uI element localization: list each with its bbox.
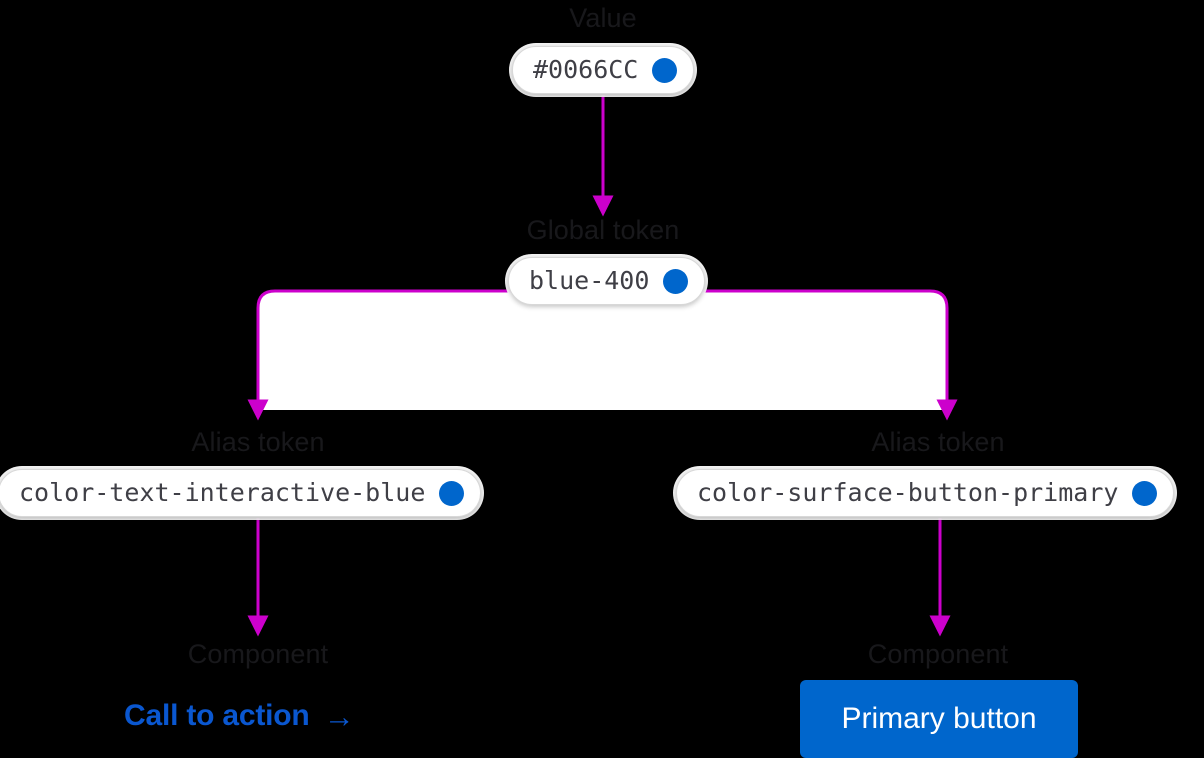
value-token-pill[interactable]: #0066CC (512, 46, 695, 94)
color-swatch-dot-icon (1132, 480, 1158, 506)
alias-token-pill-left[interactable]: color-text-interactive-blue (0, 469, 482, 517)
primary-button[interactable]: Primary button (800, 680, 1078, 758)
global-token-pill[interactable]: blue-400 (508, 257, 706, 305)
alias-token-text-right: color-surface-button-primary (697, 478, 1119, 507)
primary-button-label: Primary button (841, 702, 1037, 735)
value-token-text: #0066CC (533, 55, 639, 84)
color-swatch-dot-icon (663, 268, 689, 294)
connector-global-branch-left (247, 289, 603, 421)
color-swatch-dot-icon (439, 480, 465, 506)
call-to-action-link[interactable]: Call to action → (124, 696, 355, 736)
alias-token-pill-right[interactable]: color-surface-button-primary (676, 469, 1175, 517)
call-to-action-label: Call to action (124, 699, 310, 732)
connector-global-branch-fill (258, 291, 947, 410)
global-token-text: blue-400 (529, 266, 650, 295)
connector-global-branch-right (603, 289, 958, 421)
alias-token-text-left: color-text-interactive-blue (19, 478, 426, 507)
arrow-right-icon: → (323, 698, 355, 734)
color-swatch-dot-icon (652, 57, 678, 83)
